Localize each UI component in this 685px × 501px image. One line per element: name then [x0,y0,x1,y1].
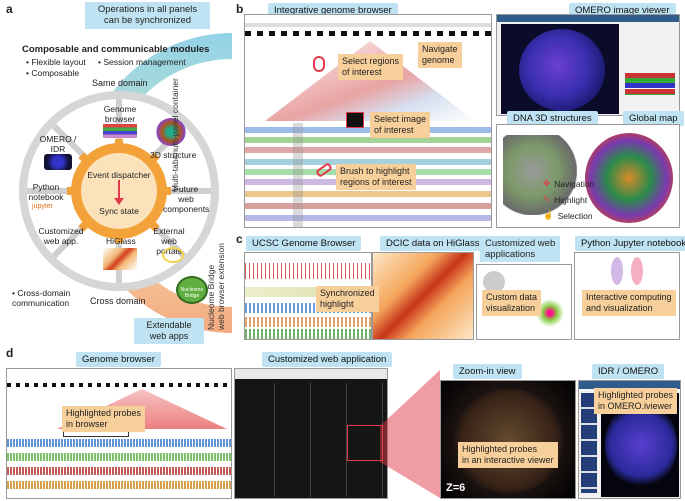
segment-genome-browser: Genome browser [103,104,137,124]
note-custom-viz: Custom data visualization [482,290,542,316]
sync-note: Operations in all panels can be synchron… [85,2,210,29]
note-probes-browser: Highlighted probes in browser [62,406,146,432]
label-cross-domain: Cross domain [90,296,146,306]
segment-3d-structure: 3D structure [150,150,197,160]
segment-customized-web-app: Customized web app. [38,226,84,246]
label-bridge-extension: Nucleome Bridge web browser extension [206,243,226,330]
bridge-extension-badge: Nucleome Bridge [176,276,208,304]
title-global-map: Global map [623,111,684,126]
d-custom-app-screenshot [234,368,388,499]
omero-thumb [44,154,72,170]
higlass-screenshot [372,252,474,340]
segment-python-notebook: Python notebook [28,182,64,202]
note-interactive: Interactive computing and visualization [582,290,676,316]
d-genome-browser-screenshot [6,368,232,499]
higlass-thumb [103,248,137,270]
cross-domain-bullet: • Cross-domain communication [12,288,71,308]
label-same-domain: Same domain [92,78,148,88]
zoom-view-screenshot [440,380,576,499]
note-sync-highlight: Synchronized highlight [316,286,379,312]
bullet-session: • Session management [98,57,186,67]
segment-omero-idr: OMERO / IDR [39,134,77,154]
title-dcic: DCIC data on HiGlass [380,236,486,251]
zoom-connector [380,370,440,498]
panel-letter-d: d [6,346,14,360]
selection-icon: ☝ [543,210,554,220]
note-probes-omero: Highlighted probes in OMERO.iviewer [594,388,678,414]
panel-letter-a: a [6,2,13,16]
external-portal-thumb [162,247,184,263]
omero-screenshot [496,14,680,116]
title-ucsc: UCSC Genome Browser [246,236,362,251]
label-multi-tab-container: Multi-tab/multi-panel container [170,78,180,192]
legend-highlight: ✎Highlight [543,194,588,205]
title-d-genome-browser: Genome browser [76,352,161,367]
extendable-web-apps: Extendable web apps [134,318,204,344]
title-dna-3d: DNA 3D structures [507,111,598,126]
note-select-regions: Select regions of interest [338,54,404,80]
panel-letter-c: c [236,232,243,246]
title-custom-web: Customized web applications [480,236,561,262]
title-jupyter: Python Jupyter notebook [575,236,685,251]
z-level-label: Z=6 [446,482,466,494]
legend-navigation: ✥Navigation [543,178,595,189]
genome-browser-thumb [103,124,137,138]
dna-structure-screenshot [496,124,680,228]
segment-future-components: Future web components [163,184,210,214]
note-navigate-genome: Navigate genome [418,42,462,68]
segment-higlass: HiGlass [106,236,136,246]
note-select-image: Select image of interest [370,112,431,138]
structure-thumb [156,118,186,146]
title-d-idr: IDR / OMERO [592,364,665,379]
hub-sync-state: Sync state [99,206,139,216]
modules-title: Composable and communicable modules [22,44,210,55]
navigation-icon: ✥ [543,178,551,188]
title-d-custom-app: Customized web application [262,352,393,367]
hub-event-dispatcher: Event dispatcher [87,170,151,180]
bullet-composable: • Composable [26,68,80,78]
title-d-zoom: Zoom-in view [453,364,522,379]
note-brush-highlight: Brush to highlight regions of interest [336,164,416,190]
note-probes-viewer: Highlighted probes in an interactive vie… [458,442,558,468]
panel-letter-b: b [236,2,244,16]
bullet-flexible: • Flexible layout [26,57,86,67]
legend-selection: ☝Selection [543,210,593,221]
select-cursor-icon [313,56,325,72]
highlight-icon: ✎ [543,194,551,204]
selected-image-thumb [346,112,364,128]
jupyter-logo: jupyter [32,203,54,210]
